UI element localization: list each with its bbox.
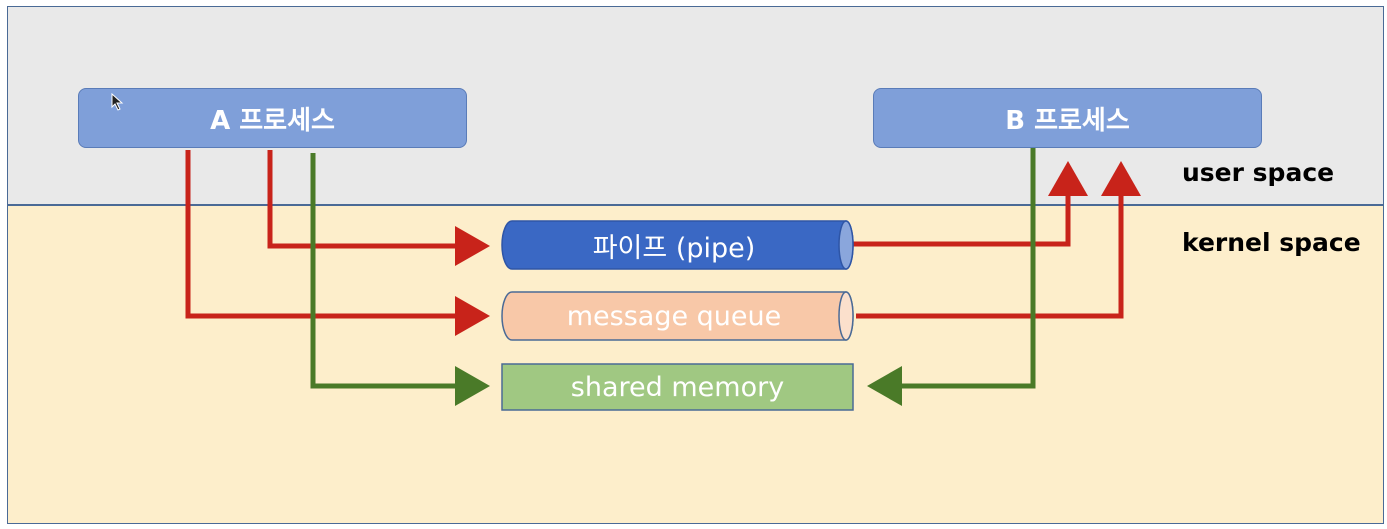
message-queue-label: message queue — [566, 300, 782, 332]
shared-memory-label: shared memory — [570, 371, 785, 403]
user-space-label: user space — [1182, 158, 1335, 187]
arrow-message-queue-to-b — [856, 161, 1141, 319]
arrow-a-to-message-queue — [185, 150, 490, 336]
pipe-label: 파이프 (pipe) — [592, 232, 756, 264]
kernel-space-label: kernel space — [1182, 228, 1361, 257]
mouse-pointer-icon — [111, 93, 124, 111]
pipe-channel — [501, 220, 854, 270]
message-queue-channel — [501, 291, 854, 341]
process-a-box: A 프로세스 — [78, 88, 467, 148]
arrow-b-to-shared-memory — [867, 148, 1036, 406]
arrow-a-to-shared-memory — [310, 153, 490, 406]
shared-memory-channel — [501, 363, 854, 411]
arrow-pipe-to-b — [853, 161, 1088, 247]
process-b-box: B 프로세스 — [873, 88, 1262, 148]
arrow-a-to-pipe — [267, 150, 490, 266]
